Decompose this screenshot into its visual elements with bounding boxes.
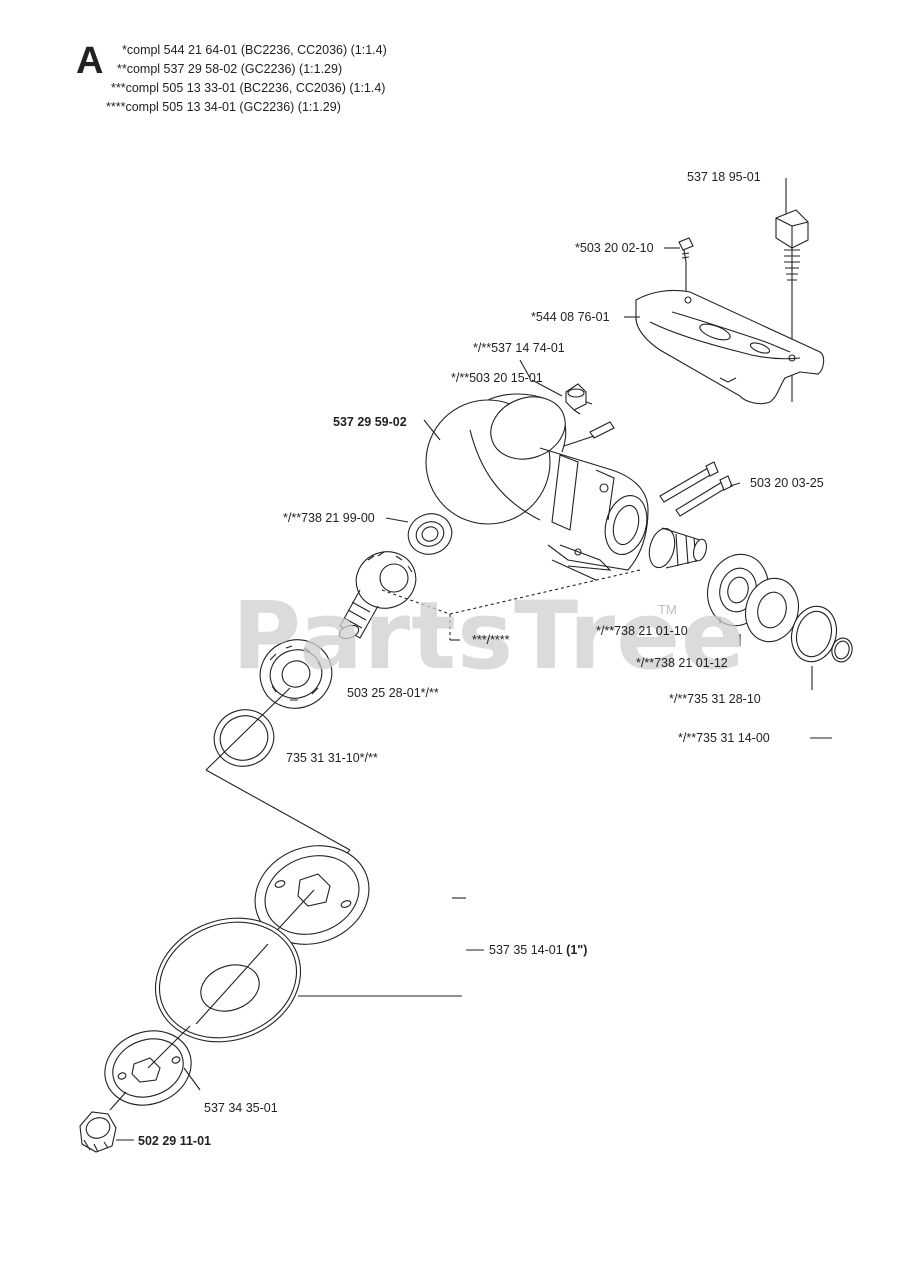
watermark-text: PartsTree	[232, 582, 746, 691]
part-label-503-20-02-10[interactable]: *503 20 02-10	[575, 241, 654, 255]
part-label-503-20-03-25[interactable]: 503 20 03-25	[750, 476, 824, 490]
part-label-735-31-28-10[interactable]: */**735 31 28-10	[669, 692, 761, 706]
note-4: ****compl 505 13 34-01 (GC2236) (1:1.29)	[106, 100, 341, 114]
part-washer-537-34-35-01	[104, 1025, 201, 1106]
part-label-738-21-99-00[interactable]: */**738 21 99-00	[283, 511, 375, 525]
note-2: **compl 537 29 58-02 (GC2236) (1:1.29)	[117, 62, 343, 76]
part-label-503-25-28-01[interactable]: 503 25 28-01*/**	[347, 686, 439, 700]
section-letter: A	[76, 40, 104, 82]
part-label-537-14-74-01[interactable]: */**537 14 74-01	[473, 341, 565, 355]
part-label-537-18-95-01[interactable]: 537 18 95-01	[687, 170, 761, 184]
note-3: ***compl 505 13 33-01 (BC2236, CC2036) (…	[111, 81, 386, 95]
part-clamp-block	[775, 178, 809, 402]
part-grease-nipple	[565, 383, 593, 415]
part-size: (1")	[566, 943, 588, 957]
watermark-trademark: TM	[658, 602, 677, 617]
part-long-bolts	[659, 461, 733, 517]
part-bearing-738-21-99-00	[385, 513, 453, 555]
part-label-503-20-15-01[interactable]: */**503 20 15-01	[451, 371, 543, 385]
part-bevel-gear-shaft	[338, 551, 417, 640]
part-nut-502-29-11-01	[79, 1091, 134, 1153]
part-label-537-35-14-01[interactable]: 537 35 14-01 (1")	[489, 943, 587, 957]
part-label-738-21-01-12[interactable]: */**738 21 01-12	[636, 656, 728, 670]
part-bearing-503-25-28-01	[259, 639, 333, 709]
part-ring-735-31-28-10	[790, 605, 838, 663]
part-label-537-34-35-01[interactable]: 537 34 35-01	[204, 1101, 278, 1115]
part-label-537-29-59-02[interactable]: 537 29 59-02	[333, 415, 407, 429]
part-ring-735-31-31-10	[213, 709, 275, 767]
part-label-502-29-11-01[interactable]: 502 29 11-01	[138, 1134, 211, 1148]
part-blade-disc	[154, 917, 302, 1043]
part-support-cup	[254, 845, 370, 945]
part-label-738-21-01-10[interactable]: */**738 21 01-10	[596, 624, 688, 638]
part-label-544-08-76-01[interactable]: *544 08 76-01	[531, 310, 610, 324]
part-label-stars[interactable]: ***/****	[472, 633, 510, 647]
note-1: *compl 544 21 64-01 (BC2236, CC2036) (1:…	[122, 43, 387, 57]
part-number: 537 35 14-01	[489, 943, 563, 957]
part-drive-shaft	[648, 527, 708, 569]
part-bearing-738-21-01-12	[745, 577, 799, 643]
leader-lines	[423, 247, 741, 487]
part-label-735-31-14-00[interactable]: */**735 31 14-00	[678, 731, 770, 745]
part-label-735-31-31-10[interactable]: 735 31 31-10*/**	[286, 751, 378, 765]
part-gear-housing	[425, 393, 649, 581]
part-guard-bracket	[635, 289, 825, 405]
part-circlip-735-31-14-00	[831, 637, 853, 663]
